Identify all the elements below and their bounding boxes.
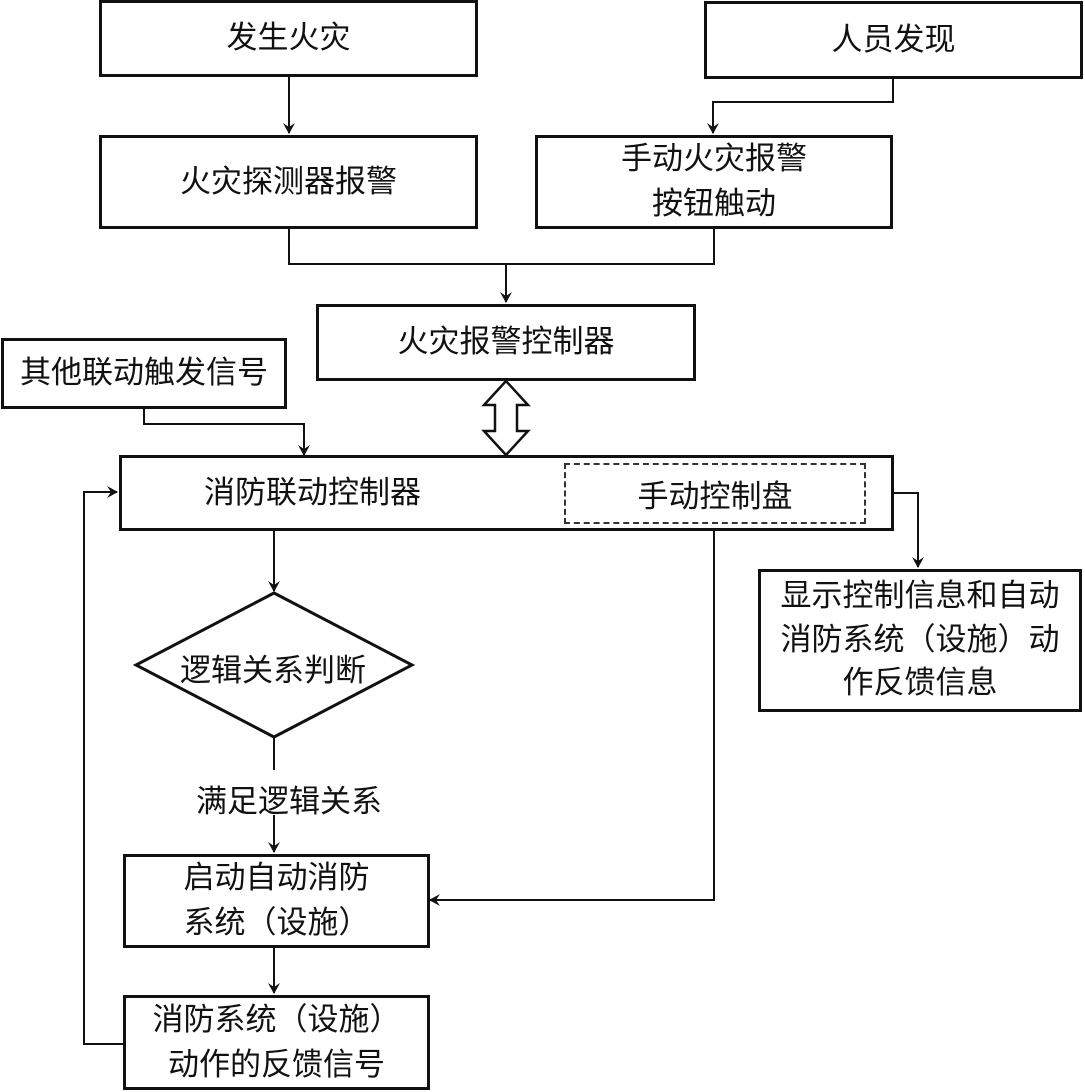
alarm-controller-box: 火灾报警控制器 [316,304,696,381]
start-system-box: 启动自动消防 系统（设施） [123,854,430,948]
display-line1: 显示控制信息和自动 [780,578,1060,615]
arrow-feedback-loop [83,486,123,1045]
arrow-linkage-to-display [893,492,924,568]
arrow-other-to-linkage [143,409,310,456]
feedback-line1: 消防系统（设施） [152,1001,401,1038]
logic-judge-text: 逻辑关系判断 [180,653,366,689]
display-line3: 作反馈信息 [842,665,998,702]
display-info-box: 显示控制信息和自动 消防系统（设施）动 作反馈信息 [758,569,1082,712]
manual-button-line2: 按钮触动 [652,186,776,222]
other-signals-text: 其他联动触发信号 [20,355,268,392]
start-line2: 系统（设施） [183,905,370,941]
manual-button-line1: 手动火灾报警 [621,141,807,178]
feedback-line2: 动作的反馈信号 [168,1046,385,1083]
linkage-controller-text: 消防联动控制器 [204,474,421,511]
fire-occurs-text: 发生火灾 [226,20,351,57]
manual-panel-box: 手动控制盘 [564,463,866,524]
fire-occurs-box: 发生火灾 [99,0,478,77]
logic-met-text: 满足逻辑关系 [196,784,382,820]
arrow-panel-to-start [429,531,715,906]
arrow-person-to-button [707,79,894,134]
person-finds-box: 人员发现 [704,1,1083,79]
feedback-signal-box: 消防系统（设施） 动作的反馈信号 [123,995,430,1090]
alarm-controller-text: 火灾报警控制器 [397,324,615,361]
merge-line [288,229,715,265]
detector-alarm-box: 火灾探测器报警 [99,135,478,229]
start-line1: 启动自动消防 [183,860,370,897]
bidirectional-arrow-icon [481,379,531,457]
logic-diamond [132,591,416,739]
linkage-controller-box: 消防联动控制器 [119,455,894,531]
person-finds-text: 人员发现 [831,21,956,58]
display-line2: 消防系统（设施）动 [780,621,1060,658]
manual-button-box: 手动火灾报警 按钮触动 [535,135,893,229]
other-signals-box: 其他联动触发信号 [1,338,287,409]
manual-panel-text: 手动控制盘 [637,479,793,515]
detector-alarm-text: 火灾探测器报警 [180,163,397,200]
